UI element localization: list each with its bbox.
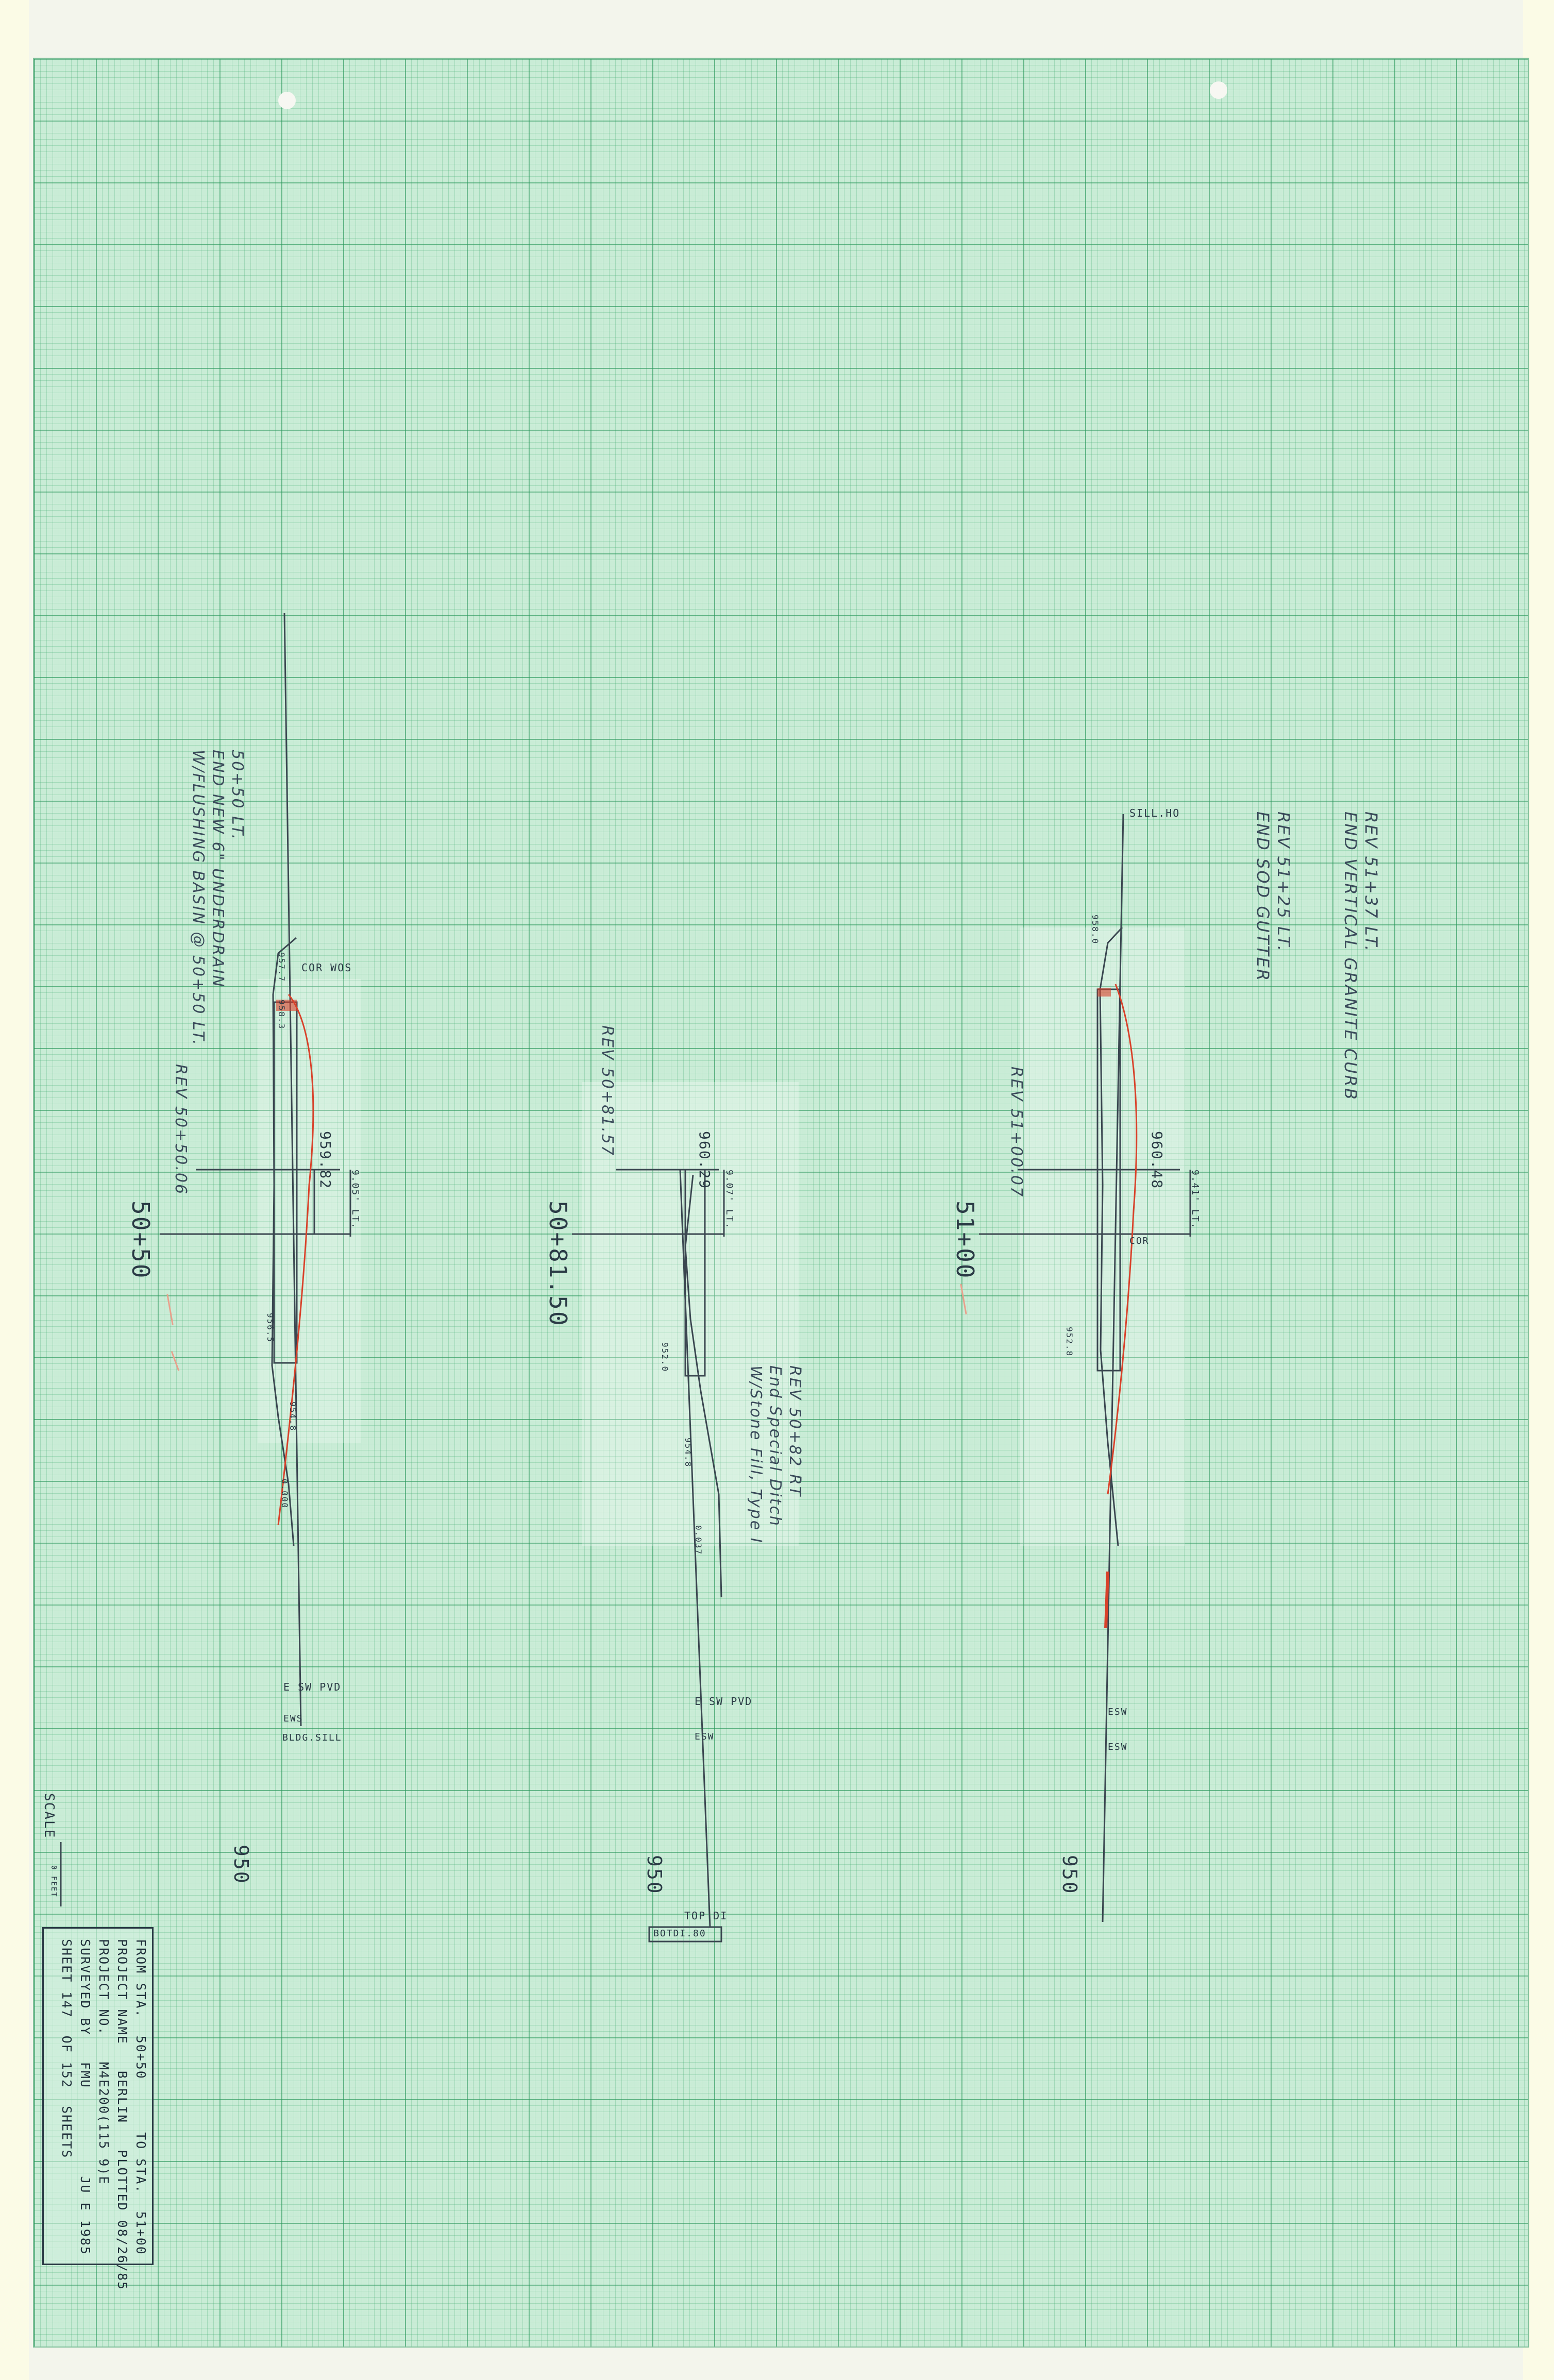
rev-station-label: REV 50+50.06 <box>172 1064 190 1196</box>
note-line: REV 50+82 RT <box>786 1365 804 1498</box>
elevation-label: 954.8 <box>288 1402 298 1432</box>
label-cor: COR <box>1129 1236 1150 1246</box>
label-bldg-sill: BLDG.SILL <box>282 1732 342 1743</box>
elevation-label: 956.5 <box>265 1313 275 1343</box>
section-50-81-50 <box>572 1169 725 1943</box>
red-mark <box>276 1000 297 1011</box>
elevation-label: 0.000 <box>280 1479 290 1509</box>
elevation-label: 952.0 <box>660 1342 670 1373</box>
note-line: W/Stone Fill, Type I <box>747 1365 765 1544</box>
red-revision-line <box>277 994 314 1526</box>
cl-elevation: 959.82 <box>317 1131 334 1190</box>
title-block-line: SURVEYED BY FMU JU E 1985 <box>78 1939 93 2255</box>
note-line: REV 51+25 LT. <box>1274 812 1293 953</box>
title-block-line: SHEET 147 OF 152 SHEETS <box>59 1939 74 2159</box>
label-sill: SILL.HO <box>1129 807 1180 819</box>
offset-label: 9.05' LT. <box>350 1170 361 1229</box>
datum-label: 950 <box>1058 1855 1081 1895</box>
label-cor-wos: COR WOS <box>301 961 352 974</box>
elevation-label: 958.0 <box>1090 915 1100 945</box>
label-bot-di: BOTDI.80 <box>653 1928 706 1939</box>
note-line: END VERTICAL GRANITE CURB <box>1341 812 1360 1101</box>
label-e-sw-pvd: E SW PVD <box>695 1695 753 1708</box>
title-block-line: PROJECT NO. M4E200(115 9)E <box>96 1939 111 2185</box>
graph-paper-sheet <box>33 58 1529 2348</box>
elevation-label: 954.8 <box>683 1438 693 1468</box>
profile-line <box>1099 926 1123 1546</box>
offset-label: 9.07' LT. <box>724 1170 735 1229</box>
note-line: 50+50 LT. <box>228 750 246 841</box>
title-block-line: PROJECT NAME BERLIN PLOTTED 08/26/85 <box>115 1939 130 2291</box>
label-esw: ESW <box>1108 1742 1128 1752</box>
station-label: 51+00 <box>951 1201 979 1280</box>
offset-label: 9.41' LT. <box>1190 1170 1201 1229</box>
paper-edge-left <box>0 0 29 2380</box>
scale-units: 0 FEET <box>49 1865 58 1898</box>
section-50-50 <box>160 613 351 1727</box>
title-block-text: FROM STA. 50+50 TO STA. 51+00 PROJECT NA… <box>57 1939 150 2290</box>
label-esw: ESW <box>1108 1707 1128 1717</box>
red-mark <box>1097 988 1111 997</box>
station-label: 50+81.50 <box>544 1201 572 1327</box>
note-line: END NEW 6" UNDERDRAIN <box>209 750 227 989</box>
note-line: REV 51+37 LT. <box>1361 812 1381 953</box>
note-line: End Special Ditch <box>766 1365 784 1527</box>
punch-hole <box>1210 81 1227 99</box>
red-mark <box>1104 1571 1109 1629</box>
rev-station-label: REV 50+81.57 <box>598 1025 616 1157</box>
label-esw: ESW <box>695 1731 715 1742</box>
punch-hole <box>278 92 296 109</box>
red-revision-line <box>1107 984 1138 1495</box>
elevation-label: 952.8 <box>1065 1327 1074 1357</box>
rev-station-label: REV 51+00.07 <box>1007 1067 1025 1199</box>
profile-line <box>684 1174 722 1598</box>
label-ews: EWS <box>283 1713 303 1724</box>
title-block: FROM STA. 50+50 TO STA. 51+00 PROJECT NA… <box>42 1927 154 2290</box>
cl-elevation: 960.29 <box>696 1131 713 1190</box>
label-e-sw-pvd: E SW PVD <box>283 1681 342 1693</box>
ditch-box <box>648 1926 722 1943</box>
profile-line <box>271 937 297 1546</box>
section-51-00 <box>979 814 1191 1922</box>
datum-label: 950 <box>230 1845 252 1885</box>
note-line: W/FLUSHING BASIN @ 50+50 LT. <box>189 750 207 1046</box>
scale-label: SCALE <box>41 1793 57 1839</box>
station-label: 50+50 <box>127 1201 155 1280</box>
datum-label: 950 <box>643 1855 666 1895</box>
elevation-label: 957.7 <box>277 952 286 983</box>
title-block-line: FROM STA. 50+50 TO STA. 51+00 <box>133 1939 148 2255</box>
elevation-label: 958.3 <box>277 1000 286 1030</box>
elevation-label: 0.037 <box>694 1525 703 1556</box>
note-line: END SOD GUTTER <box>1253 812 1273 983</box>
label-top-di: TOP DI <box>684 1910 728 1922</box>
cl-elevation: 960.48 <box>1148 1131 1166 1190</box>
